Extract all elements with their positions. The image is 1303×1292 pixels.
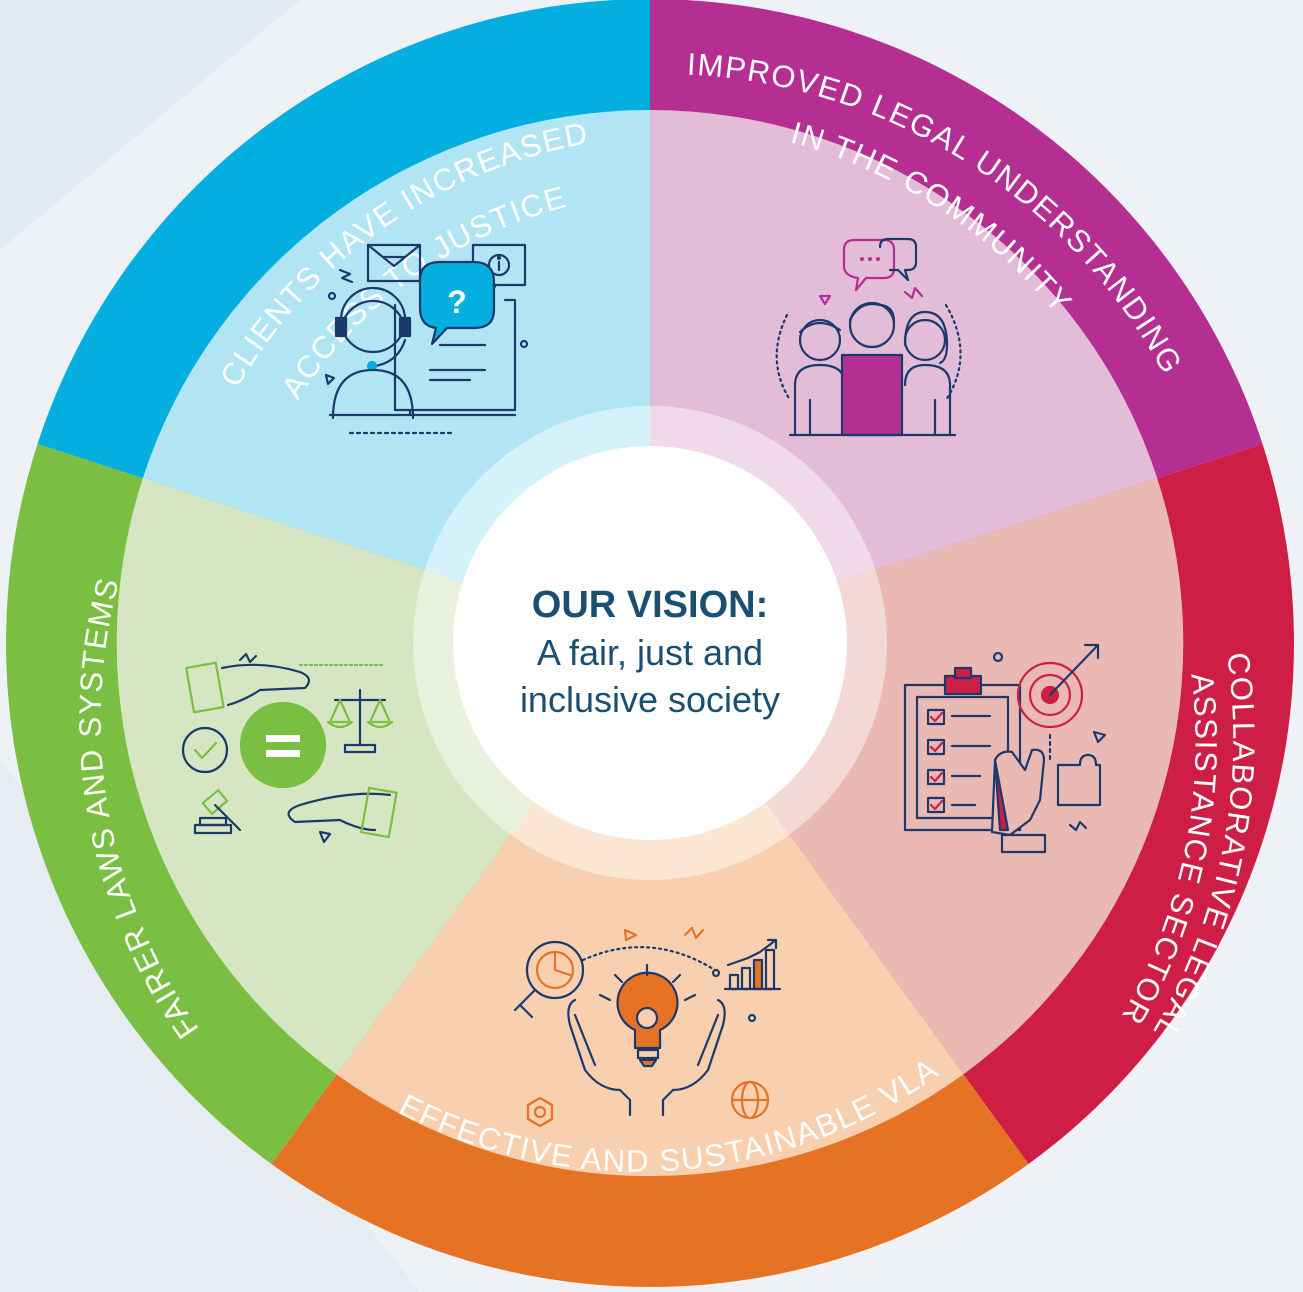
vision-heading: OUR VISION:: [531, 583, 769, 626]
innovation-hands-icon: [513, 926, 782, 1128]
center-disc: [453, 446, 847, 840]
customer-support-headset-icon: ?: [324, 243, 529, 435]
vision-center: OUR VISION: A fair, just and inclusive s…: [460, 485, 840, 785]
svg-text:?: ?: [447, 284, 467, 320]
equality-justice-icon: [181, 652, 398, 844]
community-group-icon: [775, 237, 962, 437]
checklist-target-icon: [903, 643, 1107, 854]
vision-text: A fair, just and inclusive society: [519, 631, 781, 720]
inner-segment-effective: [336, 643, 964, 1177]
